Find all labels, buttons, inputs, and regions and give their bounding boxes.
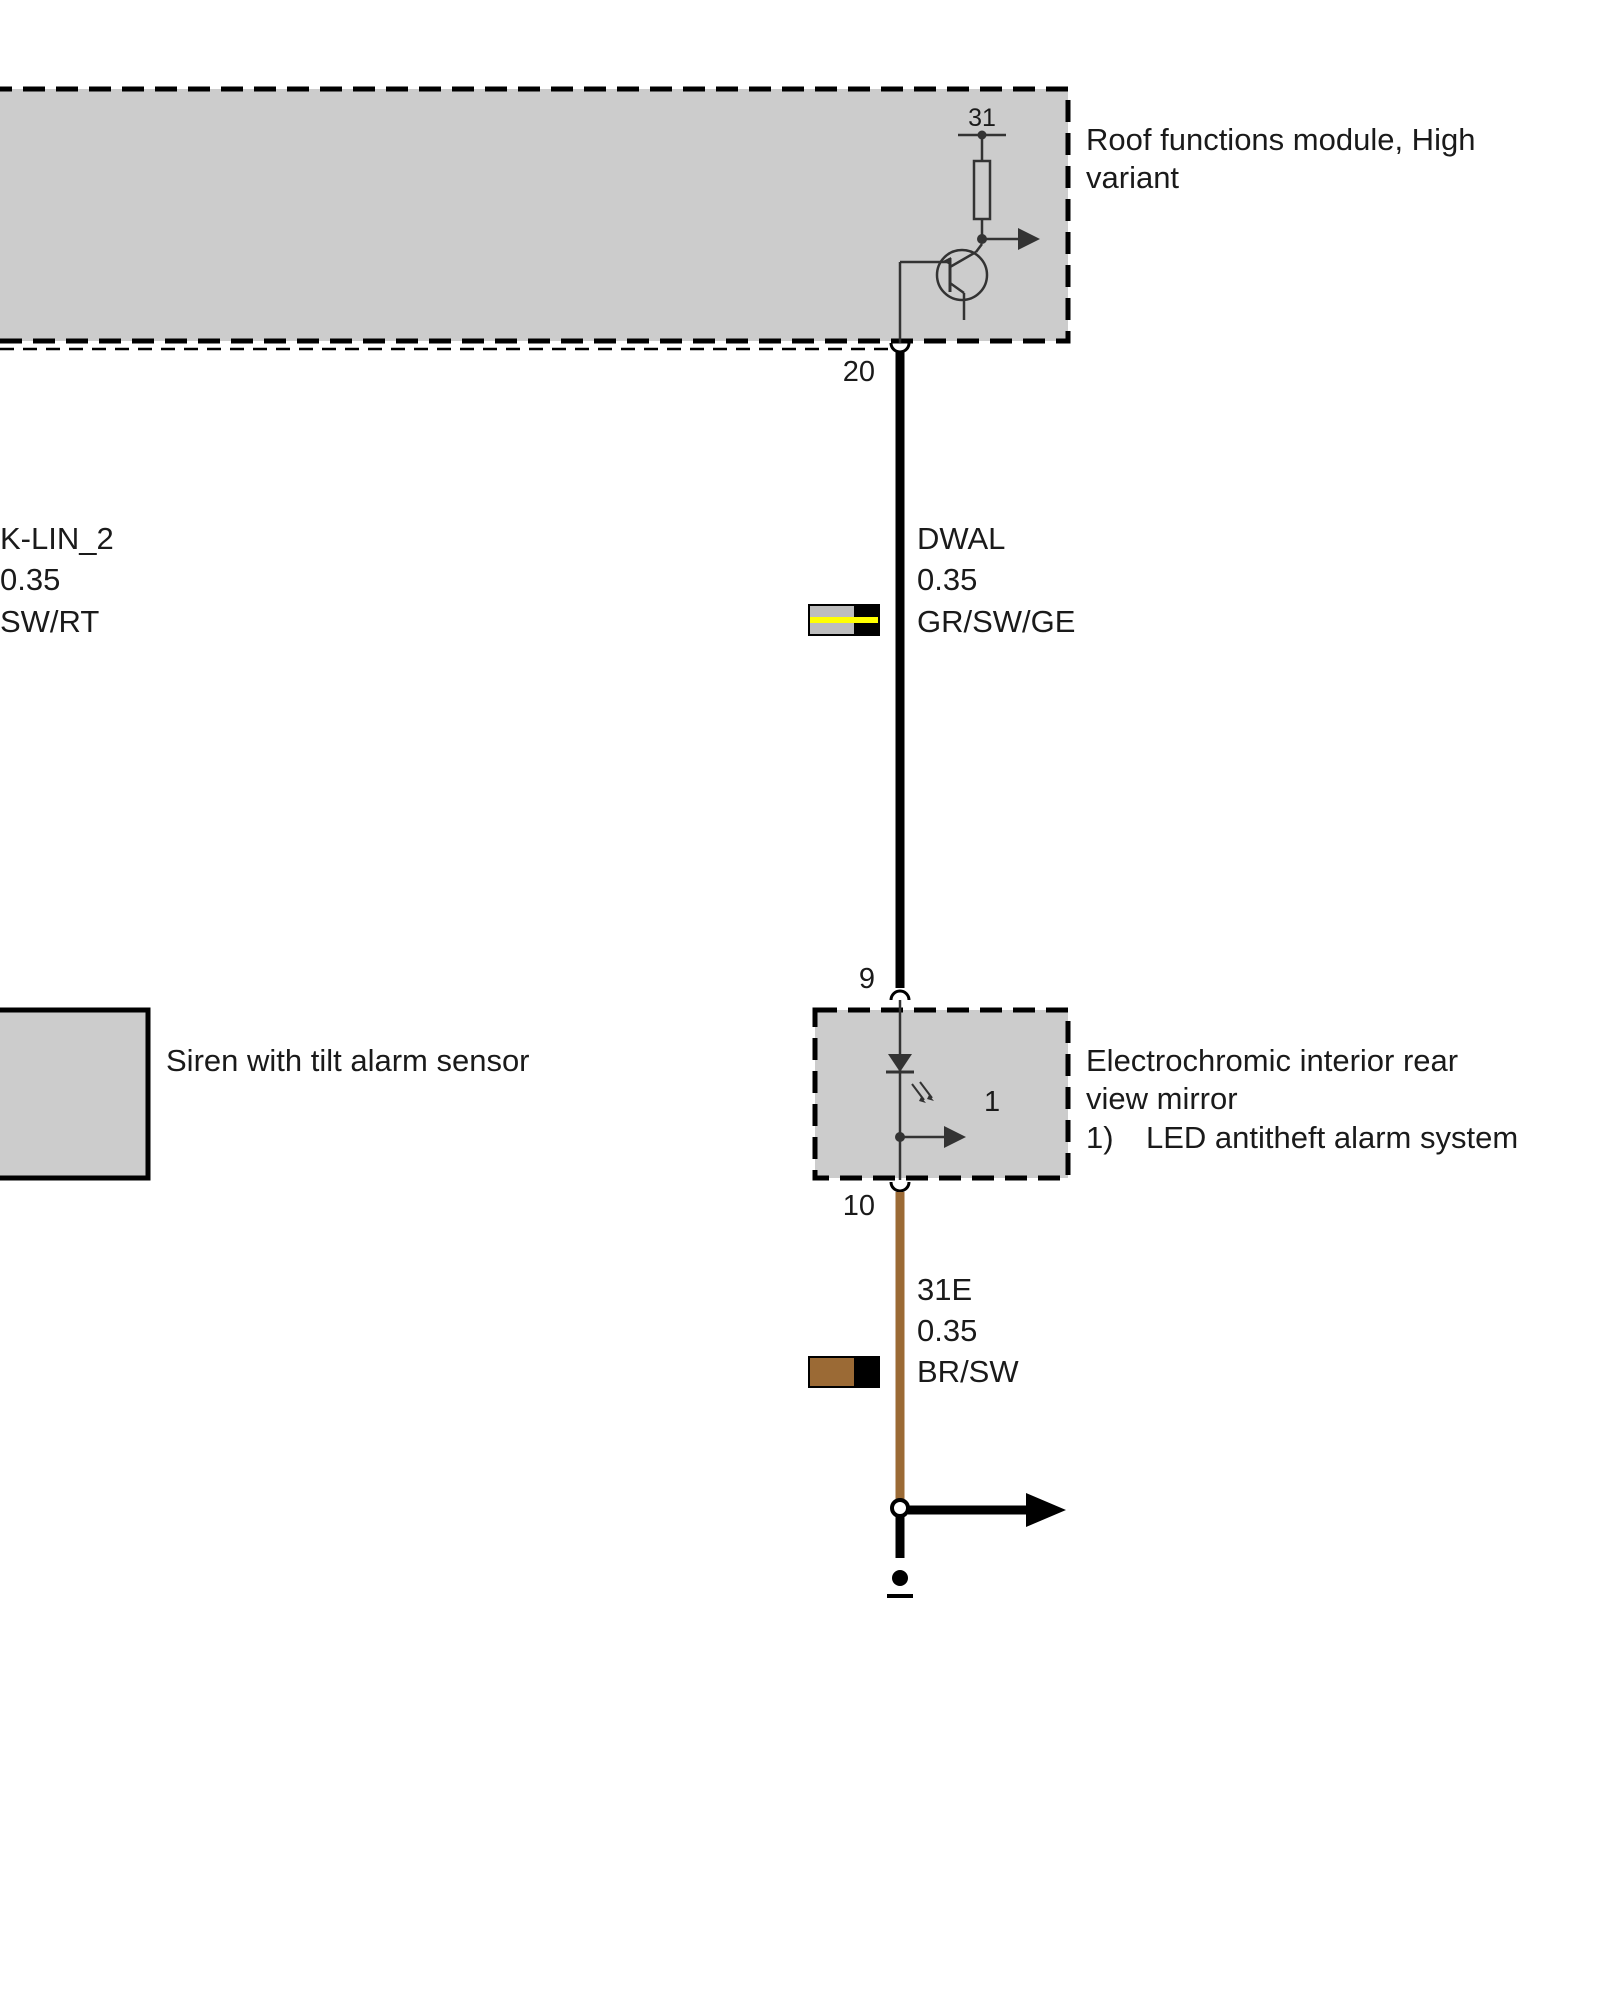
ground-31e-color-swatch	[808, 1356, 880, 1388]
splice-point	[890, 1498, 910, 1518]
pin-9-label: 9	[859, 963, 875, 995]
klin-signal-label: K-LIN_2	[0, 521, 114, 556]
pin-20-connector	[889, 342, 911, 354]
mirror-output-arrow	[944, 1126, 966, 1148]
mirror-label-line1: Electrochromic interior rear	[1086, 1043, 1458, 1078]
dwal-wire-color-swatch	[808, 604, 880, 636]
led-symbol	[886, 1054, 934, 1103]
led-ref-label: 1	[984, 1086, 1000, 1118]
siren-module-box	[0, 1007, 151, 1181]
roof-module-label-line1: Roof functions module, High	[1086, 122, 1475, 157]
klin-color-label: SW/RT	[0, 604, 99, 639]
roof-functions-module	[0, 86, 1071, 351]
mirror-footnote-number: 1)	[1086, 1120, 1114, 1155]
ground-31e-signal-label: 31E	[917, 1272, 972, 1307]
klin-size-label: 0.35	[0, 562, 60, 597]
ground-31e-color-label: BR/SW	[917, 1354, 1019, 1389]
pin-10-connector	[889, 1181, 911, 1193]
mirror-footnote-text: LED antitheft alarm system	[1146, 1120, 1518, 1155]
dwal-color-label: GR/SW/GE	[917, 604, 1075, 639]
ground-31-symbol	[958, 130, 1006, 161]
dwal-size-label: 0.35	[917, 562, 977, 597]
roof-module-box	[0, 86, 1071, 344]
roof-module-label-line2: variant	[1086, 160, 1179, 195]
ground-31e-size-label: 0.35	[917, 1313, 977, 1348]
transistor-symbol	[898, 243, 989, 343]
pin-20-label: 20	[843, 356, 875, 388]
ground-continuation-arrow	[1026, 1493, 1066, 1527]
mirror-label-line2: view mirror	[1086, 1081, 1238, 1116]
siren-label: Siren with tilt alarm sensor	[166, 1043, 530, 1078]
pin-10-label: 10	[843, 1190, 875, 1222]
mirror-module-box	[812, 1007, 1071, 1181]
roof-output-arrow	[1018, 228, 1040, 250]
pin-9-connector	[889, 989, 911, 1001]
mirror-module	[812, 1000, 1071, 1181]
ground-end-dot	[892, 1570, 908, 1586]
dwal-signal-label: DWAL	[917, 521, 1005, 556]
ground-31-label: 31	[968, 104, 996, 132]
